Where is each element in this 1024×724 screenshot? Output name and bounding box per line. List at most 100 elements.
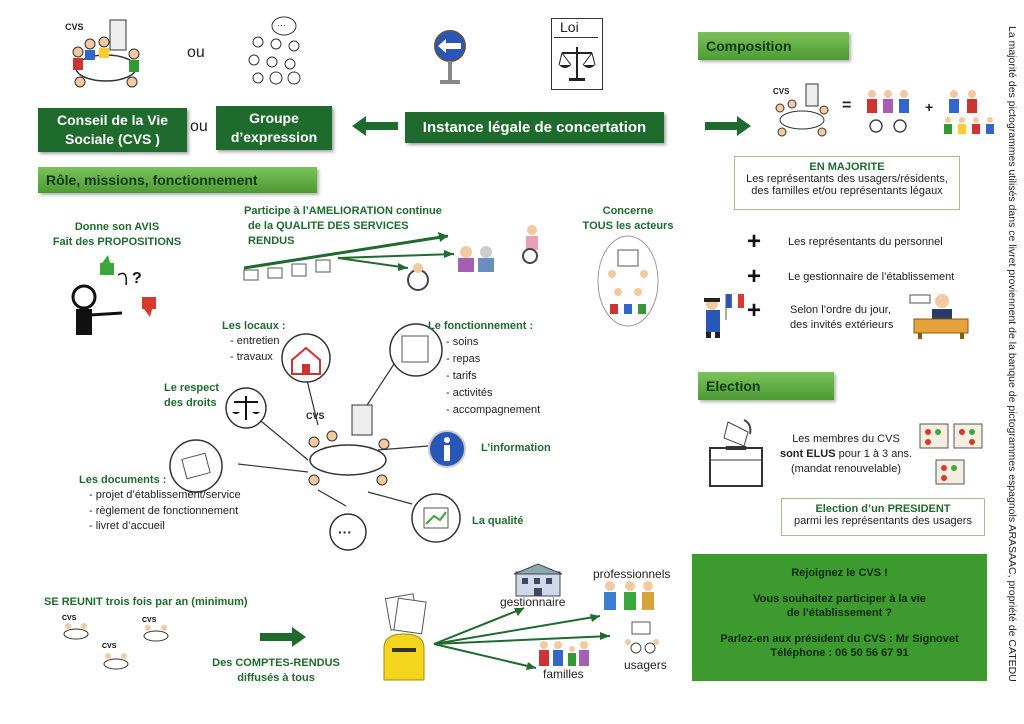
svg-text:···: ··· — [277, 20, 286, 30]
ballot-box-icon — [709, 419, 763, 487]
svg-text:?: ? — [132, 270, 142, 287]
concerne-text: Concerne TOUS les acteurs — [573, 204, 683, 234]
qualite-line1: Participe à l’AMELIORATION continue — [244, 205, 442, 217]
concerne-line2: TOUS les acteurs — [582, 220, 674, 232]
equals-sign: = — [842, 97, 852, 114]
info-icon — [428, 430, 466, 468]
majorite-panel: EN MAJORITE Les représentants des usager… — [734, 156, 960, 210]
majorite-line1: Les représentants des usagers/résidents, — [746, 173, 948, 185]
personnel-text: Les représentants du personnel — [788, 236, 943, 248]
composition-meeting-icon — [775, 83, 829, 137]
cvs-box: Conseil de la Vie Sociale (CVS ) — [38, 108, 187, 152]
mailbox-icon — [383, 593, 427, 681]
reunion-title: SE REUNIT trois fois par an (minimum) — [44, 596, 248, 608]
building-icon — [513, 563, 563, 597]
respect-line2: des droits — [164, 397, 217, 409]
family-icon — [539, 641, 589, 666]
election-line1: Les membres du CVS — [792, 433, 900, 445]
qualite-text: Participe à l’AMELIORATION continue de l… — [244, 204, 454, 249]
fonct-item: soins — [446, 334, 540, 351]
election-text: Les membres du CVS sont ELUS pour 1 à 3 … — [776, 432, 916, 477]
comptes-text: Des COMPTES-RENDUS diffusés à tous — [206, 656, 346, 686]
plus-invites: + — [747, 297, 762, 324]
locaux-block: Les locaux : entretien travaux — [222, 319, 286, 365]
president-panel: Election d’un PRESIDENT parmi les représ… — [781, 498, 985, 536]
professionnels-label: professionnels — [593, 567, 671, 581]
avis-line2: Fait des PROPOSITIONS — [52, 236, 182, 248]
contact-box: Rejoignez le CVS ! Vous souhaitez partic… — [692, 554, 987, 681]
all-actors-icon — [597, 235, 659, 327]
locaux-item: entretien — [230, 334, 286, 350]
meeting-table-icon — [72, 19, 140, 88]
direction-sign-icon — [434, 30, 466, 84]
law-document: Loi — [551, 18, 603, 90]
election-line2-rest: pour 1 à 3 ans. — [835, 448, 913, 460]
fonct-item: tarifs — [446, 368, 540, 385]
documents-item: livret d’accueil — [89, 519, 241, 535]
elus-bold: sont ELUS — [779, 448, 836, 460]
president-line2: parmi les représentants des usagers — [794, 515, 972, 527]
fonct-item: repas — [446, 351, 540, 368]
comptes-line1: Des COMPTES-RENDUS — [212, 657, 340, 669]
usagers-label: usagers — [624, 658, 667, 672]
contact-line3: de l’établissement ? — [786, 607, 893, 619]
composition-title: Composition — [698, 32, 849, 60]
familles-label: familles — [543, 667, 584, 681]
law-scales-icon — [558, 47, 596, 81]
thumbs-icon: ? — [71, 255, 156, 335]
guest-speaker-icon — [909, 294, 969, 339]
credit-text: La majorité des pictogrammes utilisés da… — [1006, 26, 1018, 682]
majorite-title: EN MAJORITE — [809, 161, 885, 173]
fonct-item: activités — [446, 385, 540, 402]
documents-title: Les documents : — [79, 474, 167, 486]
cvs-tag-top: CVS — [65, 22, 84, 32]
locaux-list: entretien travaux — [222, 334, 286, 365]
groupe-box: Groupe d’expression — [216, 106, 332, 150]
svg-text:CVS: CVS — [102, 643, 117, 650]
information-text: L’information — [481, 442, 551, 454]
svg-text:CVS: CVS — [142, 617, 157, 624]
plus-small: + — [925, 99, 934, 115]
distribution-arrows-icon — [433, 607, 611, 670]
avis-line1: Donne son AVIS — [74, 221, 160, 233]
users-icon — [625, 621, 659, 654]
contact-line4: Parlez-en aux président du CVS : Mr Sign… — [720, 633, 959, 645]
plus-personnel: + — [747, 228, 762, 255]
avis-text: Donne son AVIS Fait des PROPOSITIONS — [52, 220, 182, 250]
locaux-title: Les locaux : — [222, 320, 286, 332]
documents-block: Les documents : projet d’établissement/s… — [79, 473, 241, 535]
documents-list: projet d’établissement/service règlement… — [79, 488, 241, 535]
arrow-right-icon-2 — [260, 627, 306, 647]
french-flag-icon — [704, 293, 744, 338]
invites-line1: Selon l’ordre du jour, — [790, 304, 891, 316]
families-group-icon — [944, 90, 994, 134]
locaux-item: travaux — [230, 350, 286, 366]
election-line3: (mandat renouvelable) — [790, 463, 902, 475]
contact-line1: Rejoignez le CVS ! — [791, 567, 888, 579]
role-title: Rôle, missions, fonctionnement — [38, 167, 317, 193]
people-group-icon: ··· — [248, 16, 301, 85]
svg-text:···: ··· — [338, 524, 352, 540]
invites-line2: des invités extérieurs — [790, 319, 894, 331]
contact-line5: Téléphone : 06 50 56 67 91 — [770, 647, 909, 659]
election-line2: sont ELUS pour 1 à 3 ans. — [776, 447, 916, 462]
or-text-1: ou — [187, 44, 205, 61]
respect-text: Le respect des droits — [164, 381, 219, 411]
fonct-item: accompagnement — [446, 402, 540, 419]
instance-box: Instance légale de concertation — [405, 112, 664, 143]
respect-line1: Le respect — [164, 382, 220, 394]
svg-text:CVS: CVS — [62, 615, 77, 622]
gestionnaire-text: Le gestionnaire de l’établissement — [788, 271, 955, 283]
residents-group-icon — [867, 90, 909, 133]
gestionnaire-label: gestionnaire — [500, 595, 566, 609]
improvement-arrows-icon — [243, 225, 538, 291]
composition-cvs-tag: CVS — [773, 87, 790, 96]
loi-label: Loi — [560, 19, 579, 35]
fonct-list: soins repas tarifs activités accompagnem… — [428, 334, 540, 419]
concerne-line1: Concerne — [602, 205, 654, 217]
president-line1: Election d’un PRESIDENT — [815, 503, 951, 515]
qualite-label: La qualité — [472, 515, 524, 527]
documents-item: règlement de fonctionnement — [89, 504, 241, 520]
arrow-left-icon — [352, 116, 398, 136]
or-text-2: ou — [190, 118, 208, 135]
